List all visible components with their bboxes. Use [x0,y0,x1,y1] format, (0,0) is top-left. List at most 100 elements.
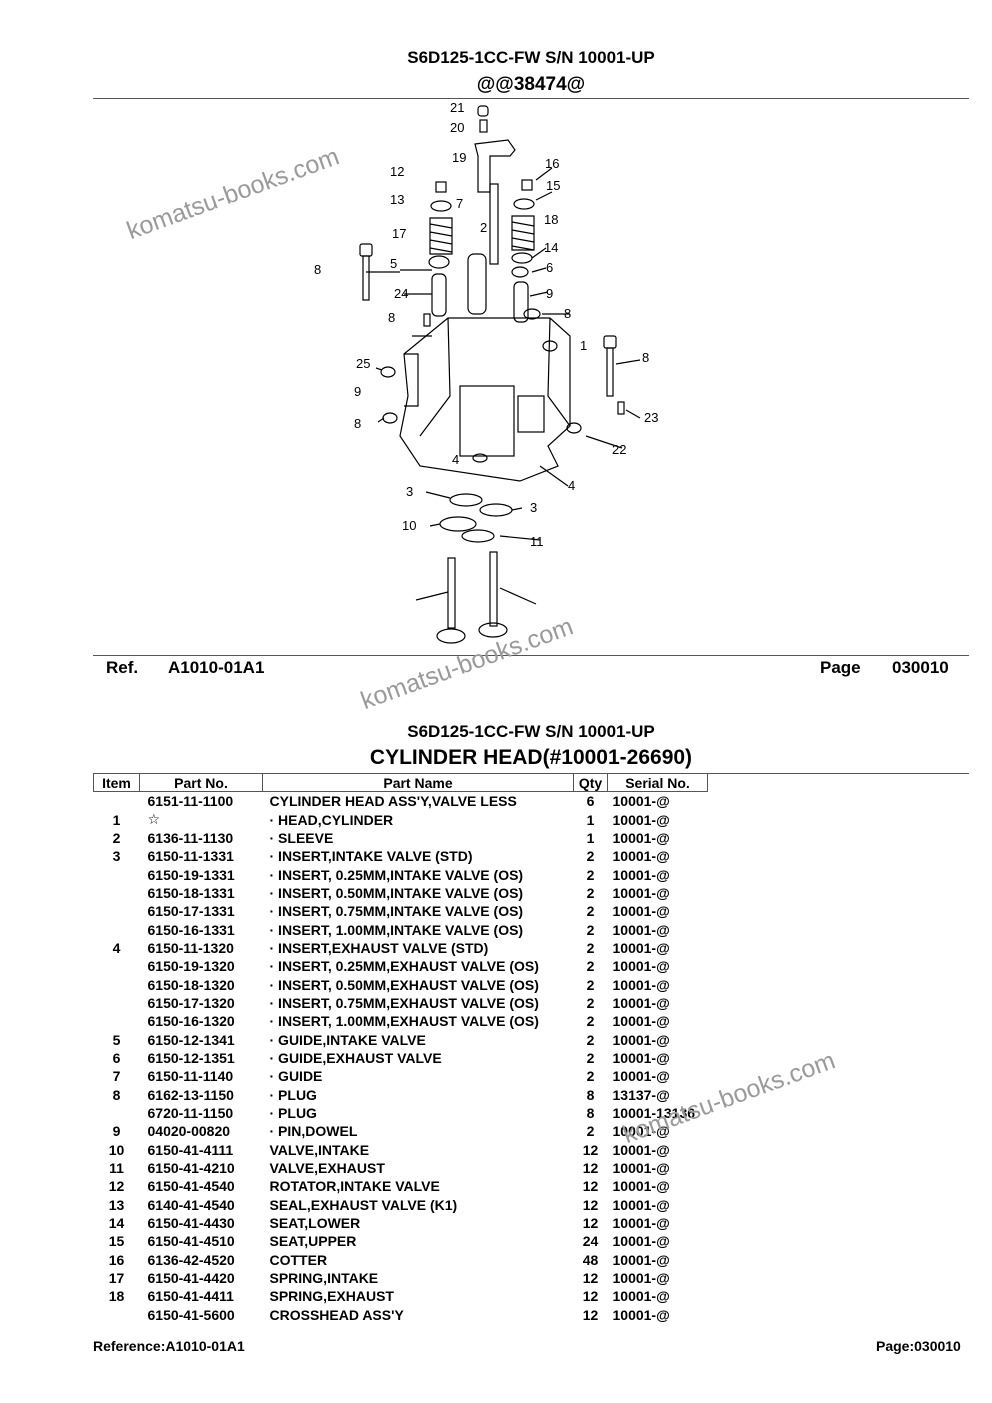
part-name: · GUIDE [269,1068,323,1085]
serial-number: 10001-@ [612,848,670,865]
callout-label: 9 [354,384,361,399]
item-number: 6 [112,1049,121,1066]
table-header-row: Item Part No. Part Name Qty Serial No. [93,774,708,792]
footer-reference: Reference:A1010-01A1 [93,1338,245,1354]
part-number: 6150-17-1331 [147,903,235,920]
parts-section-title: CYLINDER HEAD(#10001-26690) [369,746,693,769]
item-number [94,865,140,883]
callout-label: 24 [394,286,408,301]
part-name: VALVE,INTAKE [269,1141,370,1158]
item-number: 2 [112,829,121,846]
part-name: ROTATOR,INTAKE VALVE [269,1178,440,1195]
item-number: 18 [108,1288,125,1305]
page-value: 030010 [892,658,949,677]
item-number [94,902,140,920]
header-divider [93,98,969,99]
serial-number: 10001-@ [612,1178,670,1195]
item-number [94,975,140,993]
serial-number: 10001-@ [612,1196,670,1213]
table-row: 6150-17-1320· INSERT, 0.75MM,EXHAUST VAL… [94,994,708,1012]
item-number [94,920,140,938]
table-row: 6150-19-1331· INSERT, 0.25MM,INTAKE VALV… [94,865,708,883]
serial-number: 10001-@ [612,1215,670,1232]
part-name: · INSERT, 1.00MM,INTAKE VALVE (OS) [269,921,524,938]
item-number: 15 [108,1233,125,1250]
serial-number: 10001-@ [612,1233,670,1250]
quantity: 2 [586,1031,595,1048]
part-name: · INSERT, 1.00MM,EXHAUST VALVE (OS) [269,1013,539,1030]
item-number [94,1012,140,1030]
callout-label: 8 [354,416,361,431]
quantity: 12 [582,1288,599,1305]
part-number: 6150-12-1351 [147,1049,235,1066]
quantity: 2 [586,939,595,956]
quantity: 2 [586,1068,595,1085]
part-number: 6150-41-4510 [147,1233,235,1250]
callout-label: 11 [530,534,544,549]
serial-number: 10001-@ [612,1288,670,1305]
part-name: CROSSHEAD ASS'Y [269,1306,404,1323]
quantity: 2 [586,976,595,993]
part-number: 04020-00820 [147,1123,231,1140]
header-qty: Qty [573,774,608,792]
callout-label: 8 [314,262,321,277]
item-number: 16 [108,1251,125,1268]
callout-label: 14 [544,240,558,255]
part-name: · PLUG [269,1105,317,1122]
callout-label: 4 [452,452,459,467]
callout-label: 2 [480,220,487,235]
callout-label: 1 [580,338,587,353]
item-number: 1 [112,811,121,828]
serial-number: 10001-@ [612,1270,670,1287]
part-name: · PLUG [269,1086,317,1103]
quantity: 8 [586,1086,595,1103]
callout-label: 8 [564,306,571,321]
header-item: Item [93,774,140,792]
part-name: CYLINDER HEAD ASS'Y,VALVE LESS [269,793,517,810]
part-name: · INSERT, 0.25MM,INTAKE VALVE (OS) [269,866,524,883]
part-number: 6150-19-1320 [147,958,235,975]
callout-label: 9 [546,286,553,301]
part-number: 6150-41-4111 [147,1141,234,1158]
callout-label: 8 [388,310,395,325]
part-number: 6150-16-1331 [147,921,235,938]
serial-number: 13137-@ [612,1086,670,1103]
serial-number: 10001-@ [612,1306,670,1323]
table-row: 6150-19-1320· INSERT, 0.25MM,EXHAUST VAL… [94,957,708,975]
part-number: 6150-12-1341 [147,1031,235,1048]
serial-number: 10001-@ [612,1068,670,1085]
item-number [94,957,140,975]
callout-label: 23 [644,410,658,425]
serial-number: 10001-@ [612,1123,670,1140]
serial-number: 10001-@ [612,811,670,828]
quantity: 2 [586,866,595,883]
diagram-callouts: 21 20 19 7 2 16 15 17 18 14 12 13 5 6 24… [314,100,658,549]
quantity: 12 [582,1141,599,1158]
callout-label: 25 [356,356,370,371]
part-name: · GUIDE,INTAKE VALVE [269,1031,426,1048]
serial-number: 10001-@ [612,866,670,883]
callout-label: 8 [642,350,649,365]
part-name: SEAL,EXHAUST VALVE (K1) [269,1196,458,1213]
quantity: 1 [586,829,595,846]
quantity: 12 [582,1160,599,1177]
part-number: 6136-11-1130 [147,829,234,846]
item-number [94,994,140,1012]
item-number: 5 [112,1031,121,1048]
quantity: 2 [586,1013,595,1030]
parts-table: Item Part No. Part Name Qty Serial No. 6… [93,774,708,1324]
quantity: 2 [586,1049,595,1066]
callout-label: 22 [612,442,626,457]
item-number: 14 [108,1215,125,1232]
quantity: 2 [586,903,595,920]
serial-number: 10001-@ [612,884,670,901]
